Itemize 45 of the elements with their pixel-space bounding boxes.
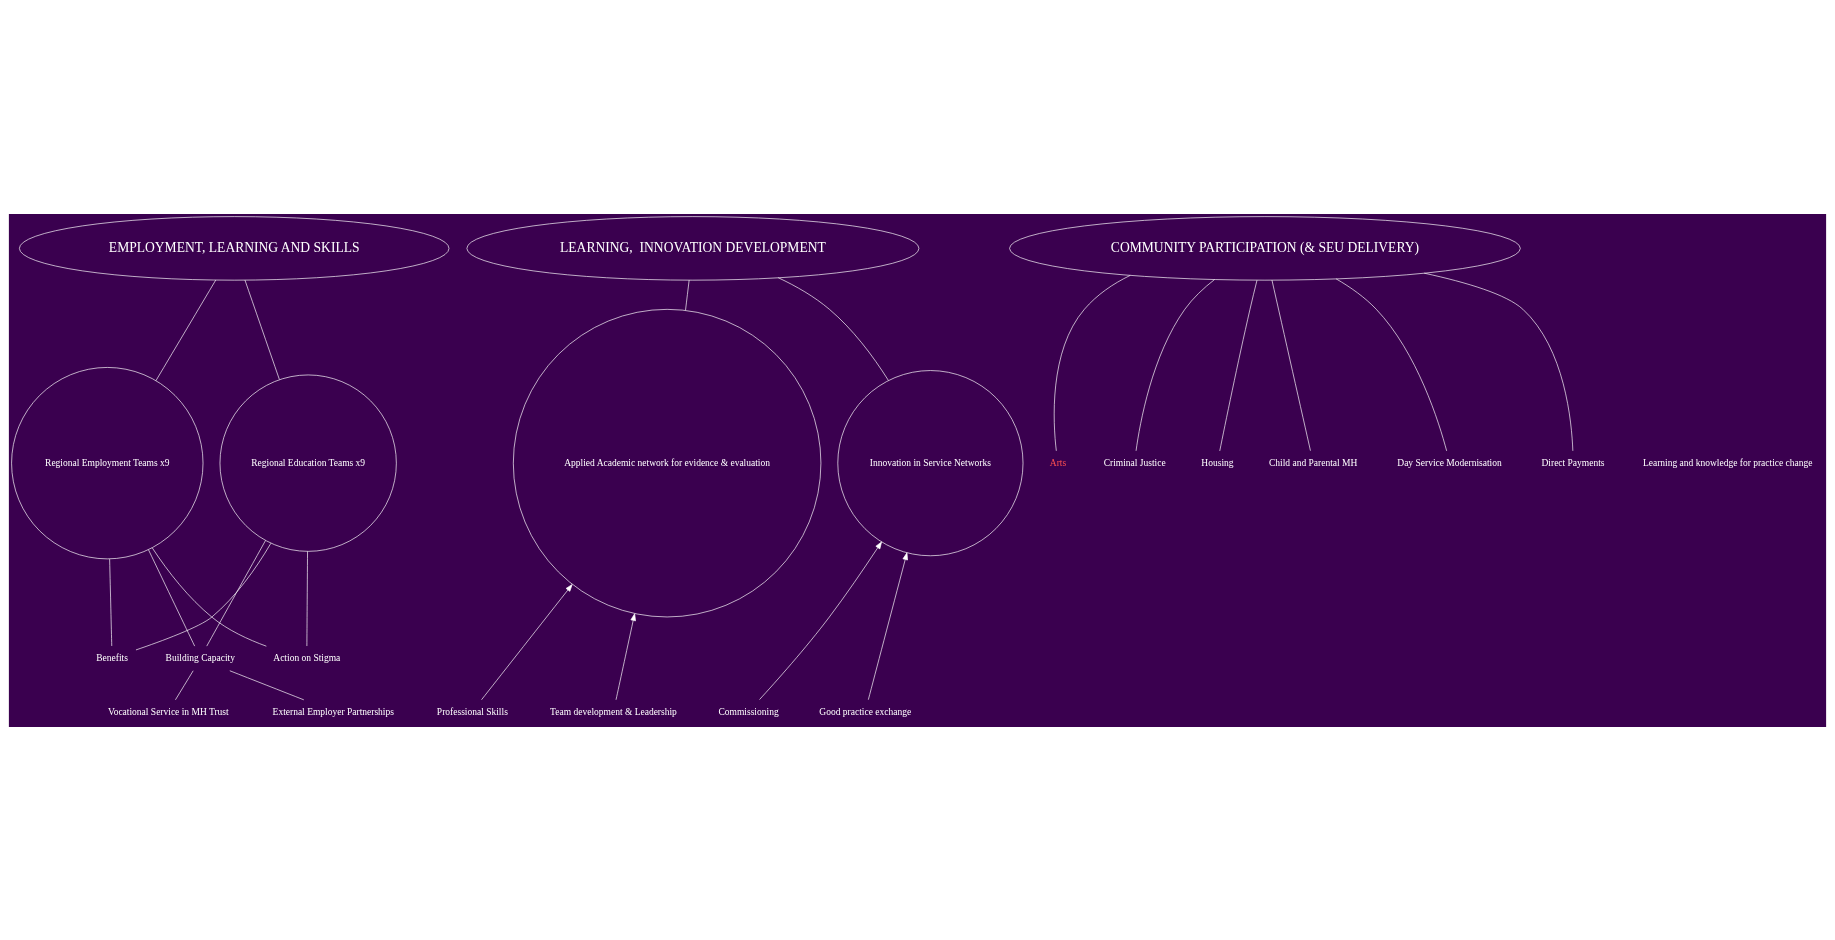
node-text: Team development & Leadership: [550, 706, 677, 717]
node-circle: Applied Academic network for evidence & evaluation: [513, 308, 822, 617]
node-ellipse: COMMUNITY PARTICIPATION (& SEU DELIVERY): [1009, 215, 1521, 280]
node-ellipse: EMPLOYMENT, LEARNING AND SKILLS: [19, 215, 450, 280]
connector: [1219, 279, 1258, 451]
node-text: Vocational Service in MH Trust: [108, 706, 229, 717]
arrow: [615, 612, 636, 700]
connector: [1053, 274, 1131, 451]
node-circle: Regional Education Teams x9: [219, 374, 397, 552]
connector: [1271, 279, 1311, 451]
arrow: [759, 541, 882, 700]
connector: [151, 546, 267, 647]
node-text: Arts: [1049, 457, 1067, 468]
node-text: Building Capacity: [165, 652, 235, 663]
arrow: [481, 583, 573, 700]
node-text: Professional Skills: [436, 706, 508, 717]
node-text: Action on Stigma: [273, 652, 341, 663]
connector: [148, 548, 195, 646]
node-ellipse: LEARNING, INNOVATION DEVELOPMENT: [466, 215, 920, 280]
node-text: Direct Payments: [1541, 457, 1605, 468]
connector: [175, 669, 194, 700]
connector: [206, 539, 266, 646]
node-text: Commissioning: [718, 706, 779, 717]
connector: [1335, 278, 1447, 451]
connector: [685, 279, 690, 311]
arrow: [868, 552, 908, 700]
connector: [109, 558, 113, 646]
node-circle: Regional Employment Teams x9: [11, 366, 204, 559]
node-text: Good practice exchange: [819, 706, 912, 717]
node-text: Benefits: [96, 652, 128, 663]
connector: [135, 542, 272, 650]
node-circle: Innovation in Service Networks: [837, 369, 1024, 556]
node-text: Criminal Justice: [1103, 457, 1166, 468]
connector: [1423, 272, 1574, 451]
node-text: Child and Parental MH: [1268, 457, 1358, 468]
connector: [1135, 278, 1215, 451]
node-text: External Employer Partnerships: [272, 706, 394, 717]
connector: [155, 279, 217, 381]
node-text: Day Service Modernisation: [1397, 457, 1502, 468]
connector: [244, 279, 280, 380]
node-text: Housing: [1201, 457, 1234, 468]
connector: [306, 550, 308, 646]
label: Learning and knowledge for practice change: [1642, 457, 1813, 468]
connector: [229, 669, 305, 700]
connector: [777, 276, 889, 381]
